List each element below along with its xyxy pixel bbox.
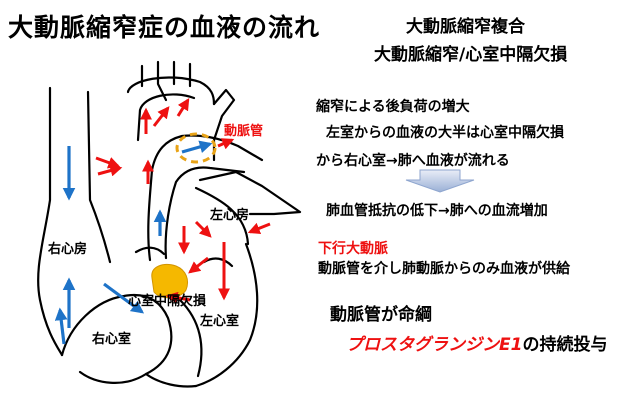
left-atrium-label: 左心房 <box>210 208 250 223</box>
red-flow-arrows <box>95 97 271 304</box>
blue-flow-arrows <box>54 140 213 345</box>
left-atrium-outline <box>194 186 250 246</box>
down-arrow <box>405 169 475 193</box>
subtitle-line-1: 大動脈縮窄複合 <box>406 17 525 37</box>
page-title: 大動脈縮窄症の血液の流れ <box>8 13 321 42</box>
apex <box>144 372 198 388</box>
superior-vena-cava <box>37 86 64 357</box>
prostaglandin-rest: の持続投与 <box>522 335 608 355</box>
right-ventricle-label: 右心室 <box>92 332 132 347</box>
subtitle-line-2: 大動脈縮窄/心室中隔欠損 <box>374 45 568 65</box>
red-arrow-la <box>188 256 209 274</box>
note-lv-blood: 左室からの血液の大半は心室中隔欠損 <box>326 125 564 141</box>
brachiocephalic-vessels <box>140 60 192 102</box>
red-arrow-ra-2 <box>97 164 123 177</box>
note-pulmonary-resistance: 肺血管抵抗の低下→肺への血流増加 <box>326 203 548 219</box>
ductus-label: 動脈管 <box>224 124 264 139</box>
note-lifeline: 動脈管が命綱 <box>330 305 432 325</box>
blue-arrow-rv-out <box>54 307 68 345</box>
ductus-ring <box>175 132 217 164</box>
red-arrow-lpv-2 <box>194 220 212 238</box>
note-ductus-supply: 動脈管を介し肺動脈からのみ血液が供給 <box>318 261 570 277</box>
blue-arrow-ductus <box>181 140 213 154</box>
blue-arrow-rv <box>103 282 145 314</box>
note-afterload: 縮窄による後負荷の増大 <box>316 99 470 115</box>
left-ventricle-label: 左心室 <box>200 314 240 329</box>
left-pulmonary-veins <box>198 170 302 216</box>
right-atrium-label: 右心房 <box>48 242 88 257</box>
left-ventricle-outline <box>194 242 259 388</box>
pulmonary-artery-inner <box>164 166 246 260</box>
pulmonary-artery <box>147 134 264 262</box>
heart-outline <box>37 60 302 388</box>
right-ventricle-outline <box>60 293 173 384</box>
note-rv-flow: から右心室→肺へ血液が流れる <box>316 153 510 169</box>
aortic-arch <box>126 76 216 106</box>
interventricular-septum <box>178 298 203 378</box>
prostaglandin-name: プロスタグランジンE1 <box>346 335 523 355</box>
red-arrow-ra-1 <box>95 156 121 169</box>
note-prostaglandin: プロスタグランジンE1の持続投与 <box>346 330 607 355</box>
red-arrow-lv-2 <box>165 291 191 304</box>
red-arrow-arch-2 <box>152 106 170 127</box>
vsd-label: 心室中隔欠損 <box>128 294 207 309</box>
note-descending-aorta: 下行大動脈 <box>318 241 388 257</box>
red-arrow-desc <box>217 138 235 150</box>
right-atrium-outline <box>86 90 112 264</box>
red-arrow-lpv-1 <box>247 222 271 235</box>
red-arrow-arch-3 <box>176 97 190 117</box>
